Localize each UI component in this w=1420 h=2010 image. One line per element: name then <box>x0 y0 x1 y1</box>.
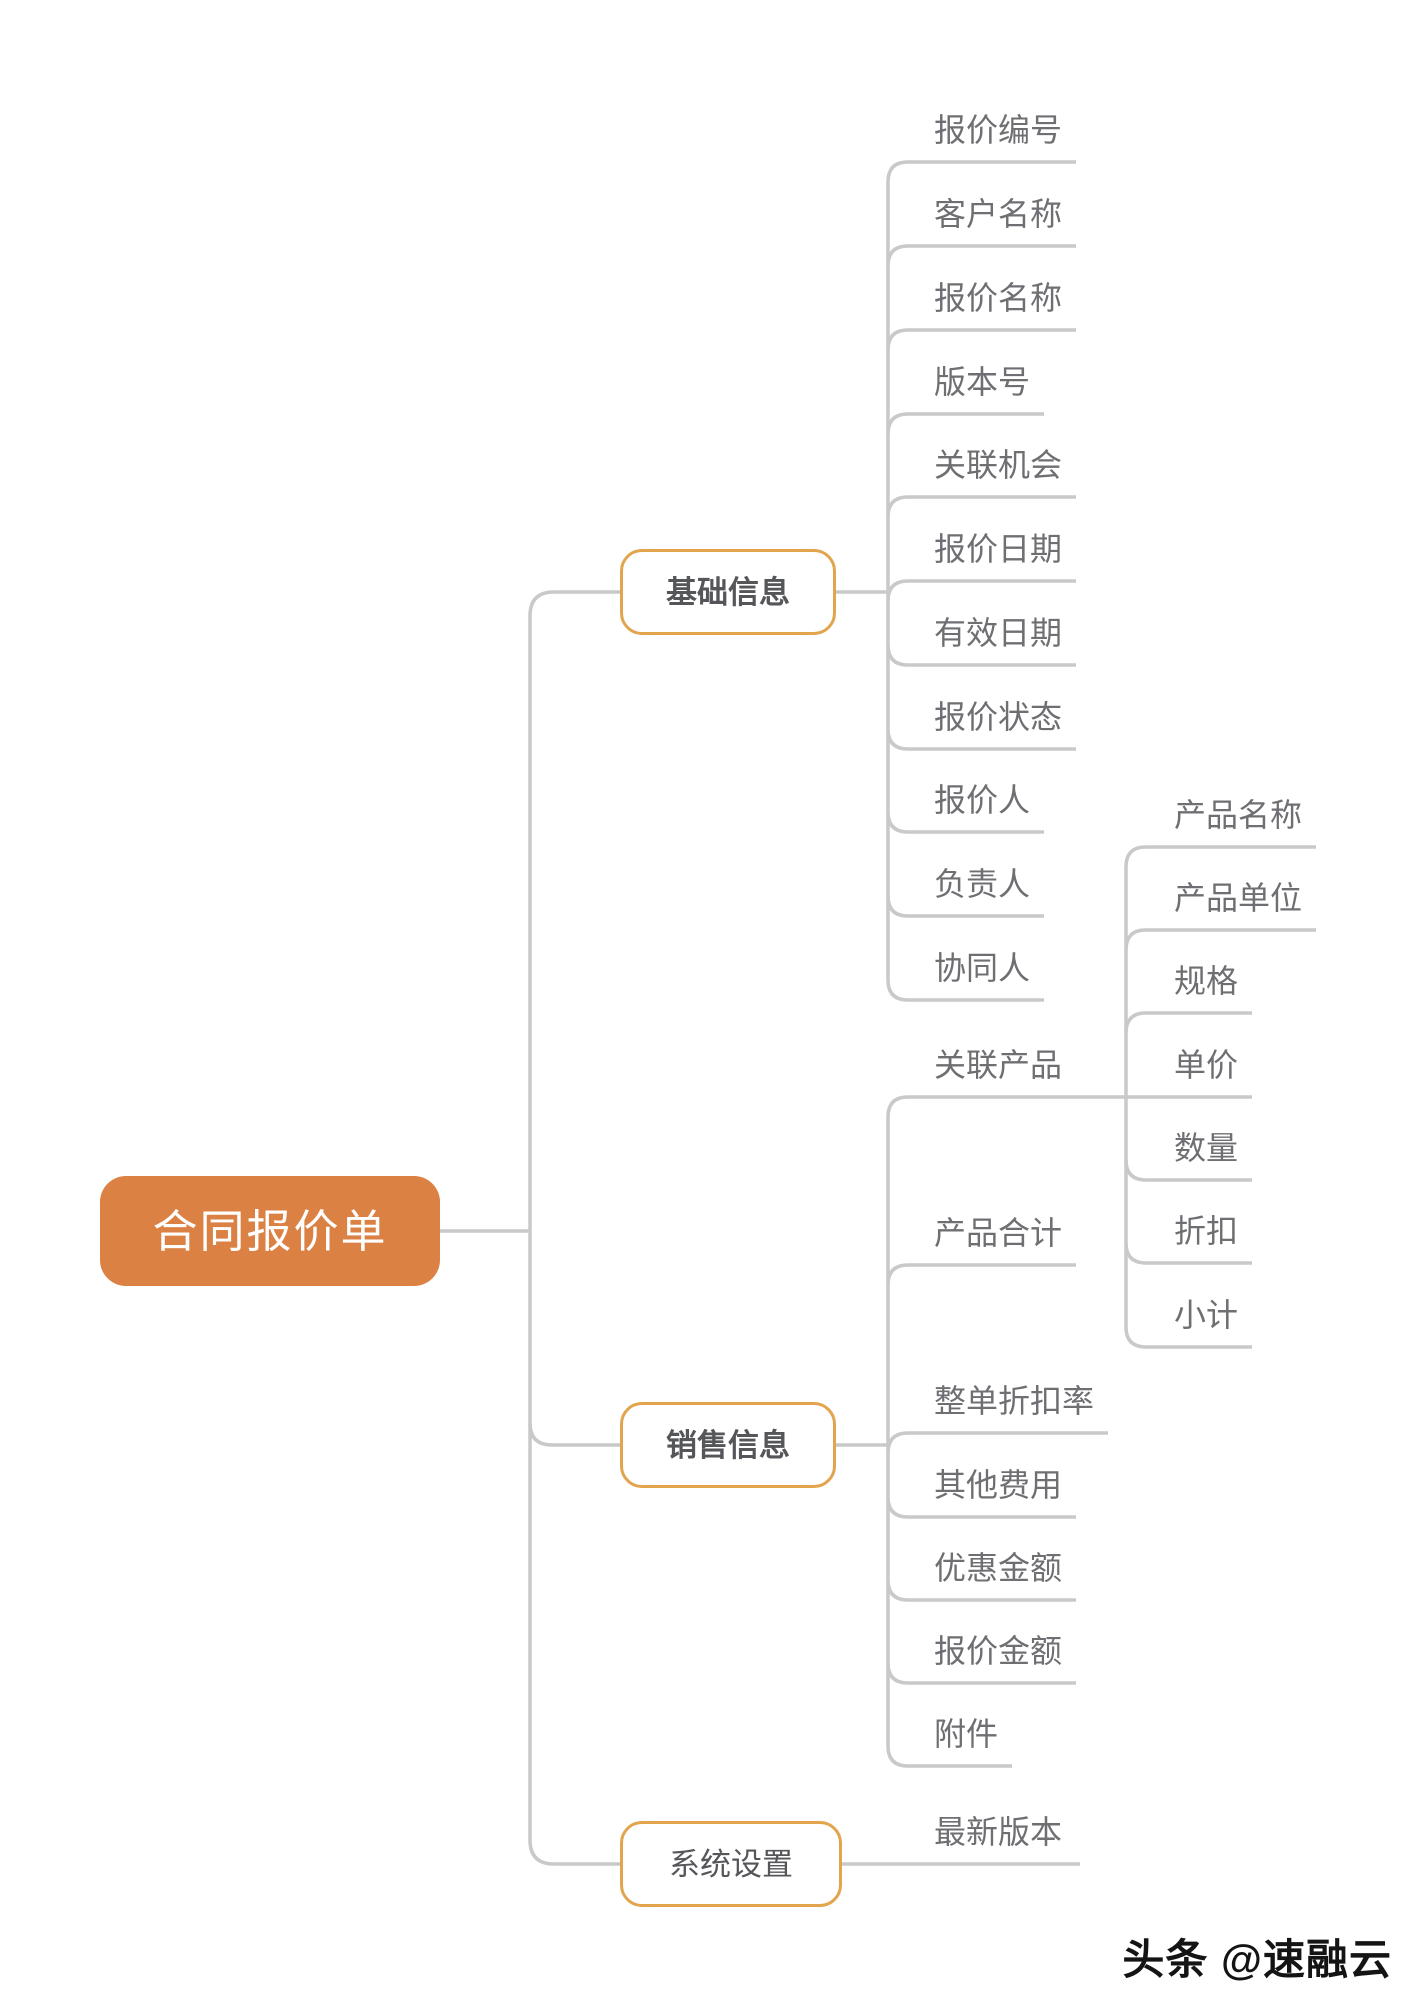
root-node-contract-quotation[interactable]: 合同报价单 <box>100 1176 440 1286</box>
mindmap-leaf[interactable]: 报价编号 <box>934 112 1063 148</box>
mindmap-leaf[interactable]: 产品合计 <box>934 1215 1063 1251</box>
branch-node-sales-info[interactable]: 销售信息 <box>620 1402 836 1488</box>
mindmap-leaf[interactable]: 产品单位 <box>1174 880 1303 916</box>
connector-path <box>886 1095 909 1768</box>
connector-path <box>886 728 1076 751</box>
mindmap-leaf[interactable]: 报价状态 <box>934 699 1063 735</box>
connector-path <box>1124 928 1316 951</box>
connector-path <box>886 495 1076 518</box>
connector-path <box>886 1431 1108 1454</box>
connector-path <box>886 1263 1076 1286</box>
branch-node-label: 销售信息 <box>666 1427 790 1463</box>
mindmap-leaf[interactable]: 附件 <box>934 1716 999 1752</box>
mindmap-leaf[interactable]: 有效日期 <box>934 615 1063 651</box>
connector-path <box>886 1662 1076 1685</box>
branch-node-basic-info[interactable]: 基础信息 <box>620 549 836 635</box>
mindmap-leaf[interactable]: 报价金额 <box>934 1633 1063 1669</box>
mindmap-leaf[interactable]: 产品名称 <box>1174 797 1303 833</box>
connector-path <box>886 895 1044 918</box>
connector-path <box>886 644 1076 667</box>
connector-path <box>1124 1159 1252 1182</box>
mindmap-leaf[interactable]: 报价名称 <box>934 280 1063 316</box>
mindmap-leaf[interactable]: 客户名称 <box>934 196 1063 232</box>
mindmap-leaf[interactable]: 协同人 <box>934 950 1031 986</box>
connector-path <box>1124 1011 1252 1034</box>
connector-path <box>528 1422 620 1447</box>
mindmap-leaf[interactable]: 单价 <box>1174 1047 1239 1083</box>
mindmap-leaf[interactable]: 报价人 <box>934 782 1031 818</box>
branch-node-label: 基础信息 <box>666 574 790 610</box>
mindmap-leaf[interactable]: 整单折扣率 <box>934 1383 1095 1419</box>
mindmap-leaf[interactable]: 关联产品 <box>934 1047 1063 1083</box>
connector-path <box>886 1579 1076 1602</box>
mindmap-leaf[interactable]: 其他费用 <box>934 1467 1063 1503</box>
branch-node-label: 系统设置 <box>669 1846 793 1882</box>
connector-path <box>1124 1242 1252 1265</box>
connector-path <box>886 1496 1076 1519</box>
connector-path <box>886 412 1044 435</box>
connector-path <box>886 811 1044 834</box>
connector-path <box>528 590 620 1866</box>
mindmap-leaf[interactable]: 最新版本 <box>934 1814 1063 1850</box>
mindmap-leaf[interactable]: 版本号 <box>934 364 1031 400</box>
mindmap-leaf[interactable]: 关联机会 <box>934 447 1063 483</box>
connector-path <box>886 160 909 1002</box>
mindmap-leaf[interactable]: 数量 <box>1174 1130 1239 1166</box>
mindmap-leaf[interactable]: 报价日期 <box>934 531 1063 567</box>
mindmap-leaf[interactable]: 小计 <box>1174 1297 1239 1333</box>
mindmap-leaf[interactable]: 规格 <box>1174 963 1239 999</box>
mindmap-leaf[interactable]: 折扣 <box>1174 1213 1239 1249</box>
connector-path <box>886 579 1076 602</box>
branch-node-system-settings[interactable]: 系统设置 <box>620 1821 842 1907</box>
mindmap-leaf[interactable]: 负责人 <box>934 866 1031 902</box>
watermark-text: 头条 @速融云 <box>1122 1936 1392 1983</box>
connector-path <box>886 328 1076 351</box>
root-node-label: 合同报价单 <box>152 1205 388 1257</box>
mindmap-leaf[interactable]: 优惠金额 <box>934 1550 1063 1586</box>
connector-path <box>886 244 1076 267</box>
